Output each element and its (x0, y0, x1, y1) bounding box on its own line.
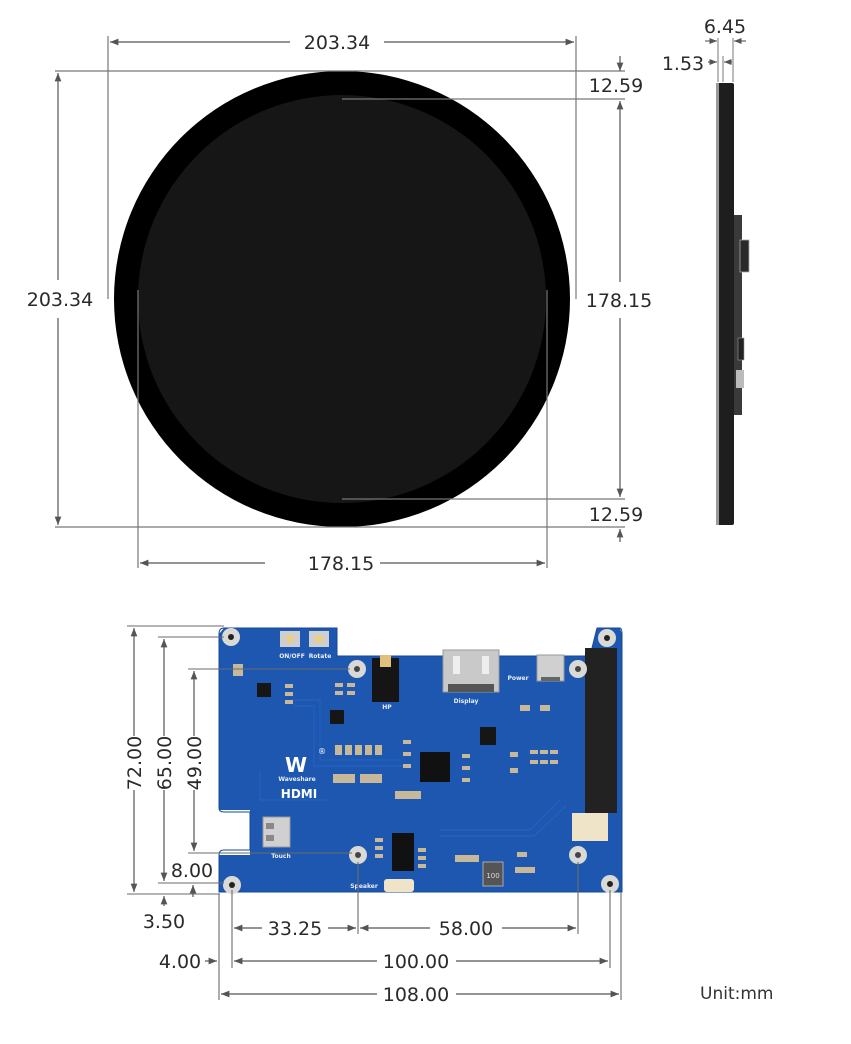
dim-edge-offset-left: 4.00 (159, 951, 201, 973)
round-display-screen (138, 95, 546, 503)
front-view: 203.34 203.34 12.59 178.15 12.59 178.15 (27, 32, 652, 575)
label-hdmi: HDMI (281, 787, 317, 801)
waveshare-logo-icon: W (285, 753, 307, 777)
label-inductor: 100 (486, 872, 499, 880)
dim-hole-height-top: 65.00 (154, 736, 176, 790)
usb-c-touch-port (262, 816, 291, 848)
label-hp: HP (382, 704, 392, 711)
hdmi-port (442, 649, 500, 693)
dim-board-height: 72.00 (124, 736, 146, 790)
inductor (482, 861, 504, 887)
side-profile (717, 83, 734, 525)
label-brand: Waveshare (278, 776, 315, 783)
fpc-cable (585, 648, 617, 813)
dim-outer-height: 203.34 (27, 289, 93, 311)
dim-glass-thickness: 1.53 (662, 53, 704, 75)
dim-hole-spacing-total: 100.00 (383, 951, 449, 973)
mounting-holes (222, 628, 619, 894)
fpc-connector (572, 813, 608, 841)
dim-board-width: 108.00 (383, 984, 449, 1006)
dim-hole-offset-bottom: 8.00 (171, 860, 213, 882)
svg-text:®: ® (318, 747, 326, 756)
onoff-button (280, 631, 300, 647)
main-ic (420, 752, 450, 782)
label-display: Display (454, 698, 479, 705)
label-onoff: ON/OFF (279, 653, 305, 660)
usb-c-power-port (536, 654, 565, 682)
dim-display-height: 178.15 (586, 290, 652, 312)
board-view: ON/OFF Rotate HP Display Power W ® Waves… (124, 625, 623, 1006)
label-touch: Touch (271, 853, 291, 860)
label-rotate: Rotate (309, 653, 332, 660)
speaker-connector (384, 879, 414, 892)
dim-hole-spacing-left: 33.25 (268, 918, 322, 940)
dim-hole-spacing-right: 58.00 (439, 918, 493, 940)
dim-edge-offset-bottom: 3.50 (143, 911, 185, 933)
dim-display-width: 178.15 (308, 553, 374, 575)
dim-bezel-top: 12.59 (589, 75, 643, 97)
dim-outer-width: 203.34 (304, 32, 370, 54)
dim-bezel-bottom: 12.59 (589, 504, 643, 526)
chip (257, 683, 271, 697)
rotate-button (309, 631, 329, 647)
label-speaker: Speaker (350, 883, 378, 890)
unit-label: Unit:mm (700, 984, 774, 1004)
label-power: Power (507, 675, 528, 682)
chip (330, 710, 344, 724)
headphone-jack (372, 655, 399, 702)
amplifier-ic (392, 833, 414, 871)
dim-total-thickness: 6.45 (704, 16, 746, 38)
dim-hole-height-mid: 49.00 (184, 736, 206, 790)
side-view: 6.45 1.53 (662, 16, 750, 525)
chip (480, 727, 496, 745)
